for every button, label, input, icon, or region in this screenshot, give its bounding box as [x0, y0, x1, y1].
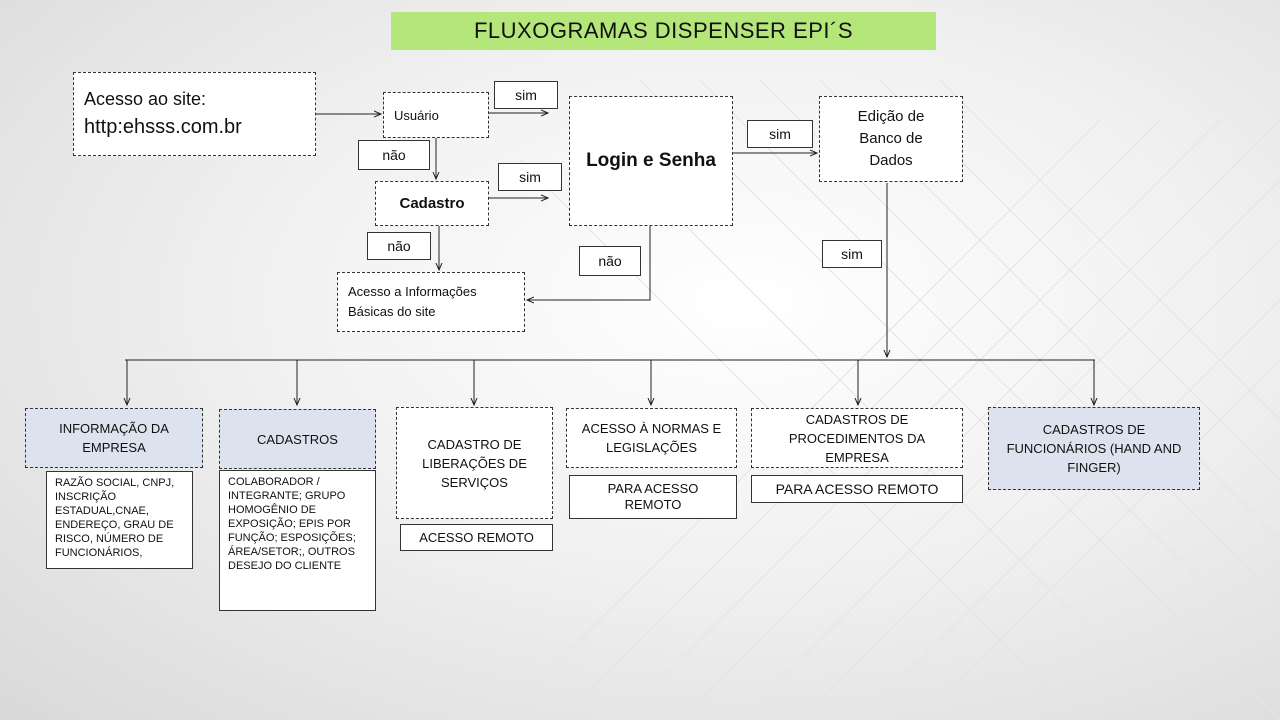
- category-normas: ACESSO À NORMAS E LEGISLAÇÕES: [566, 408, 737, 468]
- site-url: http:ehsss.com.br: [84, 116, 242, 138]
- acesso-info-node: Acesso a Informações Básicas do site: [337, 272, 525, 332]
- label-sim-4: sim: [822, 240, 882, 268]
- access-label: Acesso ao site:: [84, 89, 207, 109]
- diagram-title: FLUXOGRAMAS DISPENSER EPI´S: [391, 12, 936, 50]
- category-procedimentos: CADASTROS DE PROCEDIMENTOS DA EMPRESA: [751, 408, 963, 468]
- category-cadastros-detail: COLABORADOR / INTEGRANTE; GRUPO HOMOGÊNI…: [219, 470, 376, 611]
- usuario-node: Usuário: [383, 92, 489, 138]
- label-sim-2: sim: [498, 163, 562, 191]
- category-funcionarios: CADASTROS DE FUNCIONÁRIOS (HAND AND FING…: [988, 407, 1200, 490]
- category-info-empresa-detail: RAZÃO SOCIAL, CNPJ, INSCRIÇÃO ESTADUAL,C…: [46, 471, 193, 569]
- login-node: Login e Senha: [569, 96, 733, 226]
- category-cadastros: CADASTROS: [219, 409, 376, 469]
- label-sim-3: sim: [747, 120, 813, 148]
- cadastro-node: Cadastro: [375, 181, 489, 226]
- access-site-box: Acesso ao site: http:ehsss.com.br: [73, 72, 316, 156]
- category-liberacoes: CADASTRO DE LIBERAÇÕES DE SERVIÇOS: [396, 407, 553, 519]
- label-nao-3: não: [579, 246, 641, 276]
- label-nao-2: não: [367, 232, 431, 260]
- label-nao-1: não: [358, 140, 430, 170]
- category-info-empresa: INFORMAÇÃO DA EMPRESA: [25, 408, 203, 468]
- edicao-node: Edição de Banco de Dados: [819, 96, 963, 182]
- category-normas-detail: PARA ACESSO REMOTO: [569, 475, 737, 519]
- label-sim-1: sim: [494, 81, 558, 109]
- category-procedimentos-detail: PARA ACESSO REMOTO: [751, 475, 963, 503]
- category-liberacoes-detail: ACESSO REMOTO: [400, 524, 553, 551]
